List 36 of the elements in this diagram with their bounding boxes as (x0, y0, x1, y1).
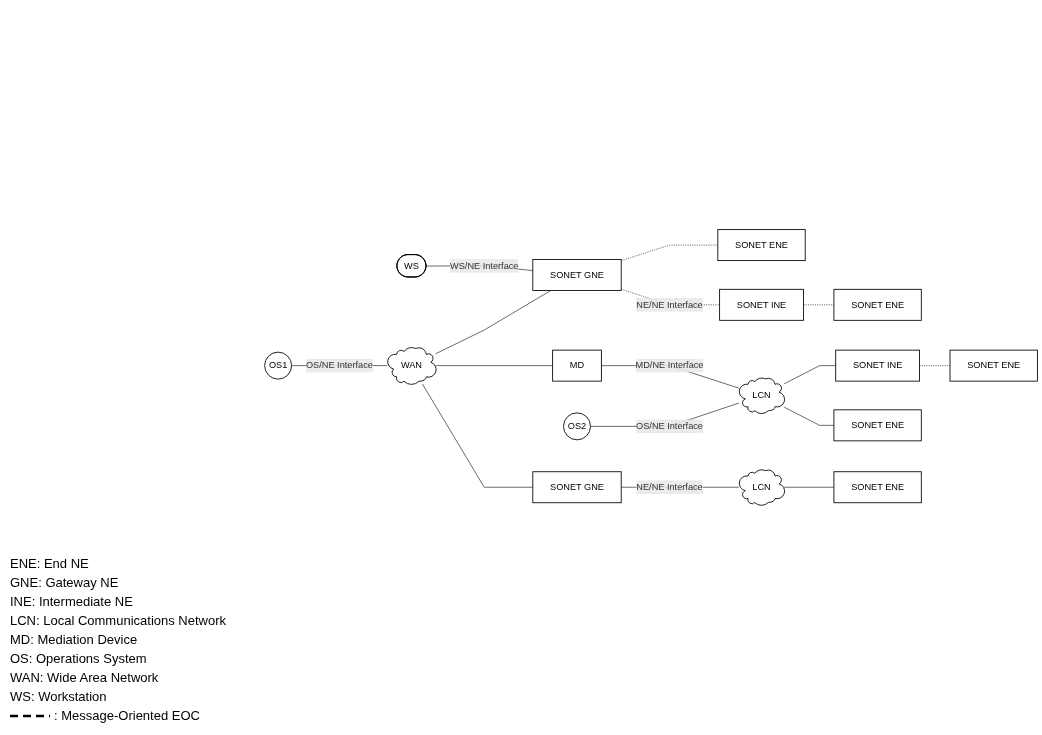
edge-label: NE/NE Interface (636, 482, 703, 492)
edge-label: NE/NE Interface (636, 299, 703, 310)
node-box: SONET ENE (833, 471, 922, 504)
connector (783, 365, 836, 385)
abbreviation-note: OS: Operations System (10, 651, 148, 666)
connector (435, 365, 553, 366)
edge-label: WS/NE Interface (450, 260, 519, 271)
connector (783, 406, 835, 426)
node-box: SONET ENE (949, 349, 1038, 382)
connector (783, 487, 835, 488)
connector (620, 244, 719, 261)
abbreviation-note: WS: Workstation (10, 689, 108, 704)
abbreviation-note: MD: Mediation Device (10, 632, 139, 647)
connector (803, 304, 835, 306)
connector (435, 290, 552, 355)
node-box: SONET ENE (833, 288, 922, 321)
node-box: MD (552, 349, 602, 382)
edge-label: MD/NE Interface (635, 360, 704, 371)
abbreviation-note: WAN: Wide Area Network (10, 670, 160, 685)
edge-label: OS/NE Interface (305, 360, 373, 371)
node-box: SONET INE (835, 349, 920, 382)
node-box: SONET GNE (532, 259, 622, 291)
abbreviation-note: ENE: End NE (10, 556, 90, 571)
abbreviation-note: GNE: Gateway NE (10, 575, 120, 590)
abbreviation-note: INE: Intermediate NE (10, 594, 134, 609)
abbreviation-note: LCN: Local Communications Network (10, 613, 228, 628)
node-box: SONET ENE (717, 229, 806, 262)
node-circle: OS2 (563, 412, 591, 441)
edge-label: OS/NE Interface (636, 421, 703, 431)
node-circle: OS1 (264, 351, 293, 380)
connector (919, 365, 951, 366)
node-box: SONET GNE (532, 471, 622, 504)
connector (422, 383, 534, 488)
node-box: SONET INE (719, 288, 804, 321)
node-box: SONET ENE (833, 409, 922, 442)
legend-text: : Message-Oriented EOC (54, 708, 200, 723)
